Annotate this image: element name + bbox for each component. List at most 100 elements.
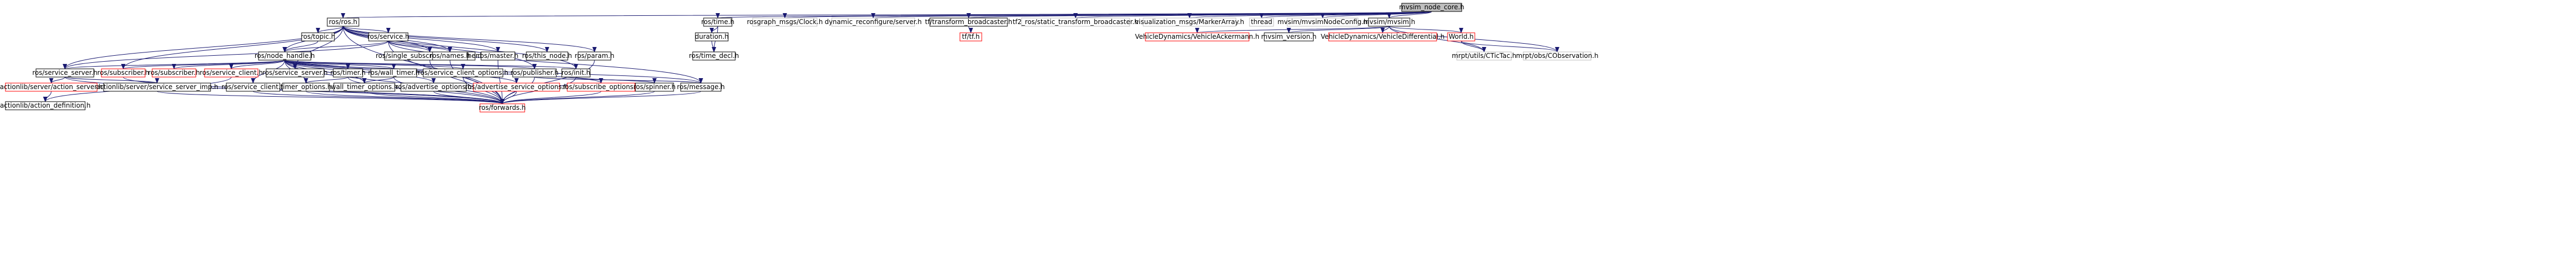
- node-root[interactable]: mvsim_node_core.h: [1399, 3, 1464, 12]
- node-dynserver[interactable]: dynamic_reconfigure/server.h: [825, 17, 922, 27]
- node-box[interactable]: [1328, 32, 1437, 42]
- node-advoptions[interactable]: ros/advertise_options.h: [395, 83, 472, 92]
- node-box[interactable]: [561, 68, 591, 78]
- node-box[interactable]: [1287, 17, 1359, 27]
- edge: [1195, 26, 1390, 33]
- node-box[interactable]: [5, 83, 98, 92]
- node-box[interactable]: [929, 17, 1008, 27]
- node-serviceclient1[interactable]: ros/service_client.h: [200, 68, 263, 78]
- node-box[interactable]: [368, 32, 409, 42]
- node-names[interactable]: ros/names.h: [430, 51, 470, 61]
- node-box[interactable]: [526, 51, 568, 61]
- node-box[interactable]: [423, 68, 503, 78]
- node-box[interactable]: [152, 68, 196, 78]
- node-box[interactable]: [370, 68, 417, 78]
- node-box[interactable]: [635, 83, 674, 92]
- node-box[interactable]: [400, 83, 467, 92]
- node-thread[interactable]: thread: [1249, 17, 1274, 27]
- node-topic[interactable]: ros/topic.h: [301, 32, 335, 42]
- node-forwards[interactable]: ros/forwards.h: [479, 103, 526, 113]
- node-actiondef[interactable]: actionlib/action_definition.h: [0, 101, 91, 110]
- edge: [388, 40, 703, 84]
- node-service[interactable]: ros/service.h: [368, 32, 410, 42]
- node-box[interactable]: [35, 68, 94, 78]
- node-time[interactable]: ros/time.h: [701, 17, 735, 27]
- node-serviceserver2[interactable]: ros/service_server.h: [262, 68, 328, 78]
- node-box[interactable]: [101, 68, 146, 78]
- node-tfh[interactable]: tf/tf.h: [959, 32, 982, 42]
- node-ctictac[interactable]: mrpt/utils/CTicTac.h: [1452, 51, 1516, 61]
- node-serviceclient2[interactable]: ros/service_client.h: [221, 83, 285, 92]
- node-walltimeroptions[interactable]: wall_timer_options.h: [331, 83, 398, 92]
- node-box[interactable]: [1145, 32, 1250, 42]
- node-master[interactable]: ros/master.h: [478, 51, 519, 61]
- node-box[interactable]: [479, 103, 525, 113]
- node-box[interactable]: [1401, 3, 1462, 12]
- node-actionserver[interactable]: actionlib/server/action_server.h: [0, 83, 103, 92]
- node-box[interactable]: [282, 83, 330, 92]
- node-timer[interactable]: ros/timer.h: [331, 68, 366, 78]
- node-box[interactable]: [327, 17, 359, 27]
- node-message[interactable]: ros/message.h: [677, 83, 725, 92]
- node-box[interactable]: [266, 68, 325, 78]
- node-duration[interactable]: duration.h: [695, 32, 729, 42]
- node-box[interactable]: [578, 51, 611, 61]
- node-box[interactable]: [1368, 17, 1410, 27]
- node-walltimer[interactable]: ros/wall_timer.h: [368, 68, 420, 78]
- node-rostimedecl[interactable]: ros/time_decl.h: [689, 51, 739, 61]
- node-spinner[interactable]: ros/spinner.h: [633, 83, 676, 92]
- node-differential[interactable]: VehicleDynamics/VehicleDifferential.h: [1320, 32, 1445, 42]
- node-box[interactable]: [831, 17, 915, 27]
- node-box[interactable]: [692, 51, 736, 61]
- node-box[interactable]: [5, 101, 86, 110]
- node-param[interactable]: ros/param.h: [575, 51, 615, 61]
- node-tfbroad[interactable]: tf/transform_broadcaster.h: [925, 17, 1012, 27]
- node-box[interactable]: [959, 32, 982, 42]
- node-clock[interactable]: rosgraph_msgs/Clock.h: [747, 17, 823, 27]
- node-suboptions[interactable]: ros/subscribe_options.h: [562, 83, 640, 92]
- node-box[interactable]: [1264, 32, 1314, 42]
- node-box[interactable]: [567, 83, 635, 92]
- node-scoptions[interactable]: ros/service_client_options.h: [418, 68, 508, 78]
- node-box[interactable]: [226, 83, 280, 92]
- node-box[interactable]: [1143, 17, 1236, 27]
- node-box[interactable]: [1523, 51, 1592, 61]
- node-publisher[interactable]: ros/publisher.h: [511, 68, 559, 78]
- node-ros[interactable]: ros/ros.h: [327, 17, 359, 27]
- node-serviceserver1[interactable]: ros/service_server.h: [32, 68, 98, 78]
- node-box[interactable]: [258, 51, 311, 61]
- node-box[interactable]: [695, 32, 729, 42]
- node-tf2static[interactable]: tf2_ros/static_transform_broadcaster.h: [1013, 17, 1139, 27]
- node-box[interactable]: [333, 68, 363, 78]
- node-box[interactable]: [512, 68, 557, 78]
- node-box[interactable]: [1456, 51, 1512, 61]
- node-nodeconfig[interactable]: mvsim/mvsimNodeConfig.h: [1277, 17, 1368, 27]
- node-box[interactable]: [703, 17, 732, 27]
- node-ssimp[interactable]: actionlib/server/service_server_imp.h: [96, 83, 218, 92]
- node-advserviceoptions[interactable]: ros/advertise_service_options.h: [465, 83, 568, 92]
- node-cobservation[interactable]: mrpt/obs/CObservation.h: [1516, 51, 1599, 61]
- node-box[interactable]: [473, 83, 560, 92]
- node-box[interactable]: [333, 83, 395, 92]
- node-mvsimh[interactable]: mvsim/mvsim.h: [1363, 17, 1415, 27]
- node-box[interactable]: [204, 68, 259, 78]
- node-box[interactable]: [301, 32, 335, 42]
- node-box[interactable]: [1447, 32, 1475, 42]
- node-ackermann[interactable]: VehicleDynamics/VehicleAckermann.h: [1135, 32, 1259, 42]
- node-world[interactable]: World.h: [1447, 32, 1475, 42]
- node-init[interactable]: ros/init.h: [561, 68, 591, 78]
- node-timeroptions[interactable]: timer_options.h: [280, 83, 332, 92]
- node-subscriber1[interactable]: ros/subscriber.h: [97, 68, 149, 78]
- node-box[interactable]: [103, 83, 211, 92]
- node-box[interactable]: [1249, 17, 1274, 27]
- node-thisnode[interactable]: ros/this_node.h: [522, 51, 572, 61]
- node-markerarray[interactable]: visualization_msgs/MarkerArray.h: [1135, 17, 1244, 27]
- node-nodehandle[interactable]: ros/node_handle.h: [255, 51, 315, 61]
- node-box[interactable]: [1021, 17, 1130, 27]
- node-box[interactable]: [680, 83, 722, 92]
- node-box[interactable]: [432, 51, 468, 61]
- node-version[interactable]: mvsim_version.h: [1261, 32, 1317, 42]
- node-box[interactable]: [481, 51, 515, 61]
- node-subscriber2[interactable]: ros/subscriber.h: [148, 68, 200, 78]
- node-box[interactable]: [752, 17, 818, 27]
